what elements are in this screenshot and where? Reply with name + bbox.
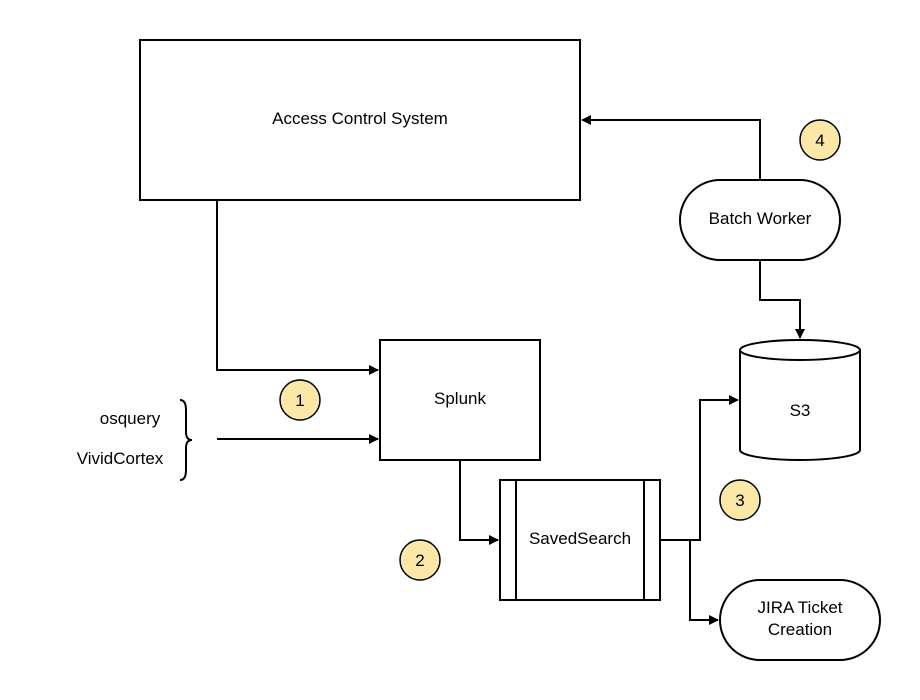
saved-search-label: SavedSearch [529,529,631,548]
step-badge-1: 1 [279,379,321,421]
step-badge-1-label: 1 [295,391,304,410]
edge-batch-worker-to-s3 [759,260,805,339]
splunk-node: Splunk [379,339,541,461]
step-badge-4-label: 4 [815,131,824,150]
saved-search-node: SavedSearch [499,479,661,601]
step-badge-4: 4 [799,119,841,161]
s3-database-node: S3 [739,339,861,461]
step-badge-2: 2 [399,539,441,581]
batch-worker-node: Batch Worker [679,179,841,261]
source-osquery: osquery [100,409,161,428]
edge-saved-search-to-jira [689,540,719,625]
step-badge-3: 3 [719,479,761,521]
access-control-system-label: Access Control System [272,109,448,128]
jira-ticket-creation-node: JIRA Ticket Creation [719,579,881,661]
splunk-label: Splunk [434,389,486,408]
edge-batch-worker-to-access-control [581,115,761,180]
edge-saved-search-to-s3 [660,395,739,541]
jira-label-line2: Creation [768,620,832,639]
jira-label-line1: JIRA Ticket [757,598,842,617]
access-control-system-node: Access Control System [139,39,581,201]
source-vividcortex: VividCortex [77,449,164,468]
sources-brace [179,399,193,481]
edge-splunk-to-saved-search [459,460,499,545]
step-badge-3-label: 3 [735,491,744,510]
s3-label: S3 [790,401,811,420]
batch-worker-label: Batch Worker [709,209,812,228]
edge-access-control-to-splunk [216,200,379,375]
step-badge-2-label: 2 [415,551,424,570]
